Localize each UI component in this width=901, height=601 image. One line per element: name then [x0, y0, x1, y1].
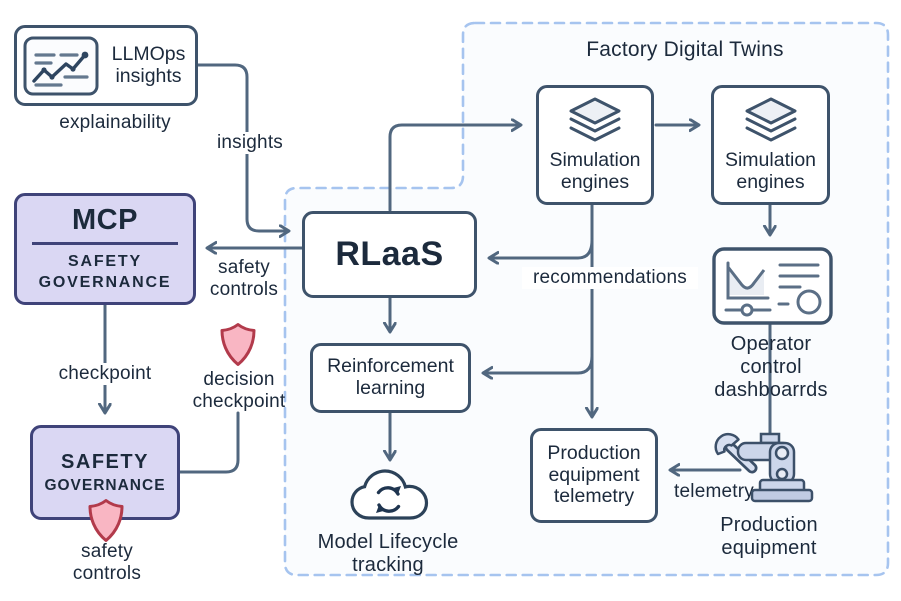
checkpoint-edge-label: checkpoint	[55, 363, 155, 385]
telemetry-edge-label: telemetry	[674, 481, 754, 502]
factory-digital-twins-title: Factory Digital Twins	[586, 38, 784, 61]
decision-checkpoint-label: decision checkpoint	[192, 369, 286, 412]
edge-to-reinforcement	[484, 354, 594, 373]
edge-recommendations-to-rlaas	[490, 238, 594, 258]
insights-edge-label: insights	[207, 132, 293, 154]
model-lifecycle-label: Model Lifecycle tracking	[317, 531, 459, 576]
recommendations-edge-label: recommendations	[522, 267, 698, 289]
explainability-label: explainability	[59, 112, 171, 133]
llmops-insights-label: LLMOps insights	[111, 42, 186, 87]
shield-icon	[219, 322, 257, 367]
simulation-engines-node-1: Simulation engines	[536, 85, 654, 205]
simulation-engines-node-2: Simulation engines	[711, 85, 830, 205]
safety-controls-edge-label: safety controls	[209, 257, 279, 300]
cloud-sync-icon	[348, 466, 432, 528]
equipment-telemetry-node: Production equipment telemetry	[530, 428, 658, 523]
safety-governance-subtitle: GOVERNANCE	[44, 476, 166, 494]
mcp-subtitle: SAFETY GOVERNANCE	[38, 253, 172, 291]
reinforcement-learning-label: Reinforcement learning	[327, 355, 454, 399]
dashboard-icon	[712, 247, 833, 325]
edge-decision-checkpoint	[178, 411, 240, 474]
mcp-node: MCP SAFETY GOVERNANCE	[14, 193, 196, 305]
mcp-divider	[32, 242, 178, 246]
simulation-engines-label: Simulation engines	[724, 148, 817, 193]
layers-icon	[742, 97, 800, 145]
rlaas-title: RLaaS	[335, 235, 444, 273]
mcp-title: MCP	[72, 204, 138, 237]
llmops-insights-node: LLMOps insights	[14, 25, 198, 106]
operator-dashboard-label: Operator control dashboarrds	[714, 333, 828, 401]
production-equipment-label: Production equipment	[720, 514, 818, 559]
safety-governance-node: SAFETY GOVERNANCE	[30, 425, 180, 520]
robot-arm-icon	[708, 430, 830, 510]
edge-rlaas-to-sim1	[388, 125, 520, 212]
reinforcement-learning-node: Reinforcement learning	[310, 343, 471, 413]
equipment-telemetry-label: Production equipment telemetry	[547, 441, 641, 508]
shield-icon	[87, 498, 125, 543]
safety-controls-bottom-label: safety controls	[72, 541, 142, 584]
safety-governance-title: SAFETY	[61, 450, 149, 473]
chart-insights-icon	[23, 36, 99, 96]
layers-icon	[566, 97, 624, 145]
rlaas-node: RLaaS	[302, 211, 477, 298]
simulation-engines-label: Simulation engines	[549, 148, 641, 193]
